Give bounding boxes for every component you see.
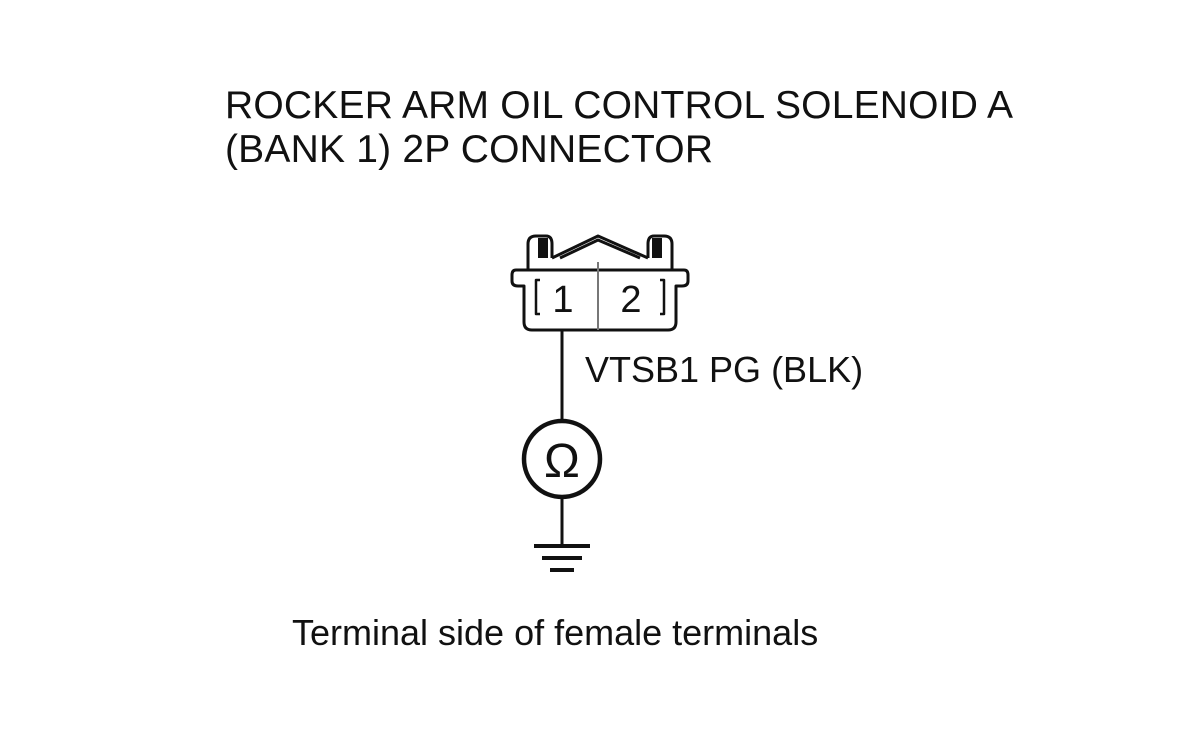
ground-icon <box>534 544 590 572</box>
connector-2p-icon <box>510 234 690 332</box>
diagram-caption: Terminal side of female terminals <box>292 612 819 653</box>
wire-label: VTSB1 PG (BLK) <box>585 349 864 390</box>
ohm-symbol: Ω <box>544 435 580 488</box>
pin-2-label: 2 <box>620 279 641 321</box>
ohmmeter-icon: Ω <box>521 418 603 500</box>
diagram-title: ROCKER ARM OIL CONTROL SOLENOID A (BANK … <box>225 84 1013 172</box>
pin-1-label: 1 <box>552 279 573 321</box>
title-line-2: (BANK 1) 2P CONNECTOR <box>225 128 714 171</box>
title-line-1: ROCKER ARM OIL CONTROL SOLENOID A <box>225 84 1014 127</box>
